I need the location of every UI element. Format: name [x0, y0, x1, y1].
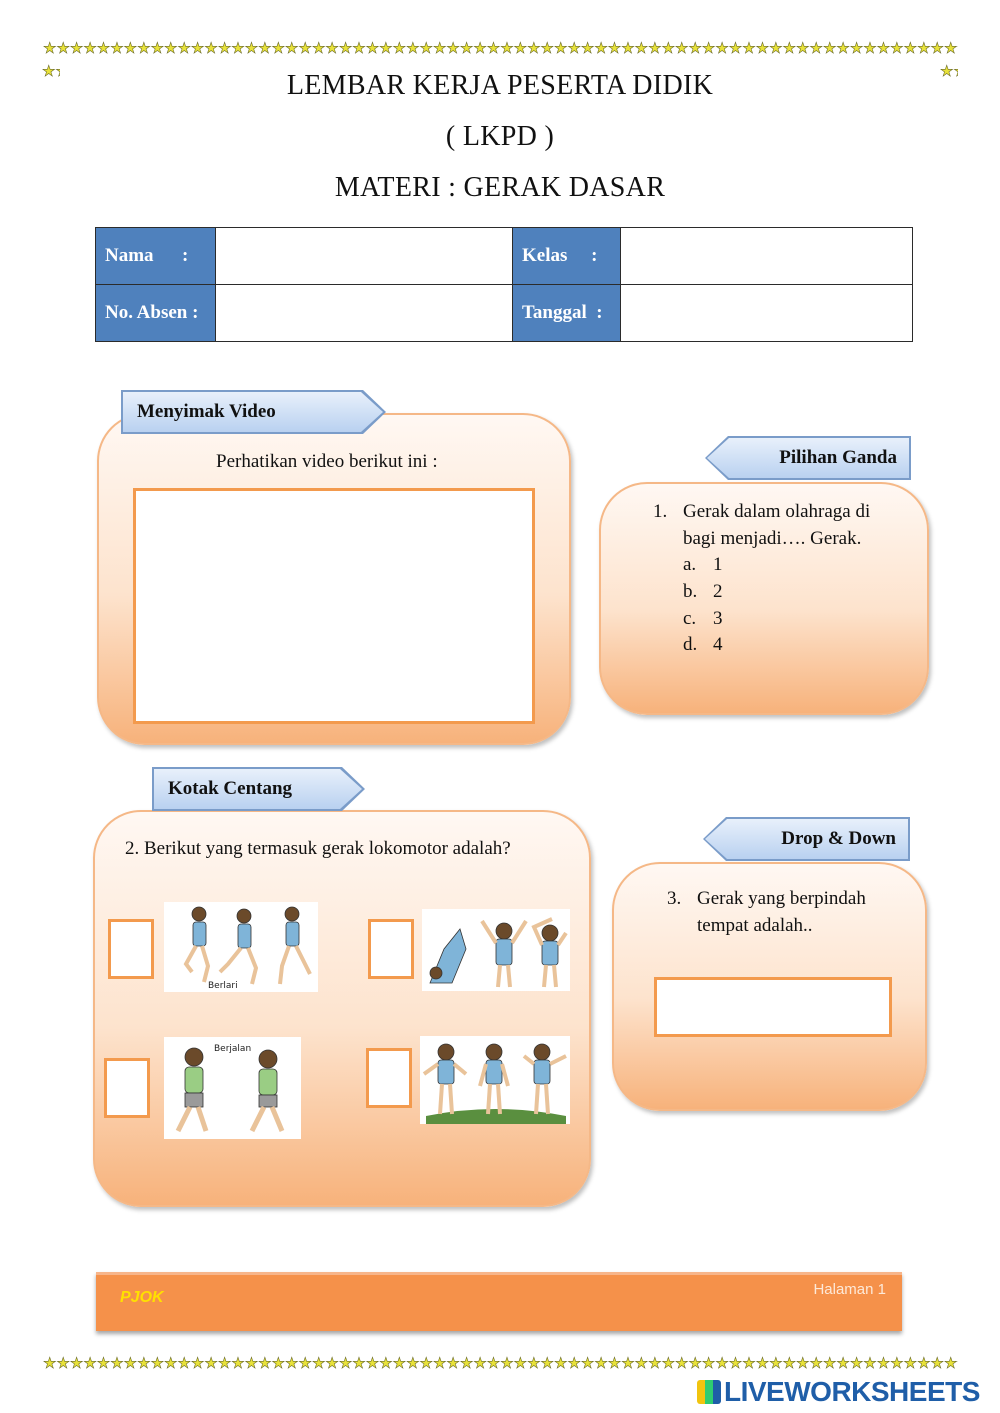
- video-tag: Menyimak Video: [123, 392, 383, 432]
- checkbox-running[interactable]: [108, 919, 154, 979]
- dropdown-tag: Drop & Down: [705, 819, 908, 859]
- mc-option-letter: b.: [683, 581, 698, 602]
- dropdown-answer-field[interactable]: [654, 977, 892, 1037]
- image-walking: Berjalan: [164, 1037, 301, 1139]
- liveworksheets-logo-text: LIVEWORKSHEETS: [724, 1376, 980, 1407]
- kelas-field[interactable]: [620, 227, 913, 285]
- worksheet-subtitle: ( LKPD ): [445, 121, 555, 152]
- image-running: Berlari: [164, 902, 318, 992]
- arm-swing-figures-icon: [422, 1043, 567, 1124]
- mc-option-text: 1: [713, 554, 723, 575]
- stretching-figures-icon: [429, 917, 568, 988]
- mc-question-line1: Gerak dalam olahraga di: [683, 501, 871, 522]
- mc-tag-label: Pilihan Ganda: [779, 447, 897, 468]
- footer-subject: PJOK: [120, 1289, 164, 1306]
- star-border-left: ★★★★★★★★★★★★★★★★★★★★★★★★★★★★★★★★★★★★★★★★…: [42, 64, 60, 81]
- dropdown-question-line2: tempat adalah..: [697, 915, 813, 936]
- running-caption: Berlari: [208, 981, 238, 991]
- video-player[interactable]: [133, 488, 535, 724]
- mc-tag: Pilihan Ganda: [707, 438, 909, 478]
- mc-option-text: 2: [713, 581, 723, 602]
- mc-option-letter: d.: [683, 634, 698, 655]
- star-border-bottom: ★★★★★★★★★★★★★★★★★★★★★★★★★★★★★★★★★★★★★★★★…: [43, 1356, 958, 1372]
- walking-caption: Berjalan: [214, 1044, 251, 1054]
- checkbox-panel: [93, 810, 591, 1207]
- dropdown-tag-label: Drop & Down: [781, 828, 896, 849]
- checkbox-tag-label: Kotak Centang: [168, 778, 293, 799]
- star-border-top: ★★★★★★★★★★★★★★★★★★★★★★★★★★★★★★★★★★★★★★★★…: [43, 41, 958, 57]
- multiple-choice-panel: [599, 482, 929, 715]
- video-instruction: Perhatikan video berikut ini :: [216, 451, 438, 472]
- mc-option-letter: c.: [683, 608, 697, 629]
- tanggal-label: Tanggal :: [512, 284, 621, 342]
- checkbox-stretching[interactable]: [368, 919, 414, 979]
- liveworksheets-logo: LIVEWORKSHEETS: [697, 1376, 980, 1410]
- mc-option-letter: a.: [683, 554, 697, 575]
- image-arm-swing: [420, 1036, 570, 1124]
- page-footer: PJOK Halaman 1: [96, 1272, 902, 1331]
- checkbox-arm-swing[interactable]: [366, 1048, 412, 1108]
- absen-label: No. Absen :: [95, 284, 216, 342]
- running-figures-icon: Berlari: [183, 906, 312, 991]
- kelas-label: Kelas :: [512, 227, 621, 285]
- star-border-right: ★★★★★★★★★★★★★★★★★★★★★★★★★★★★★★★★★★★★★★★★…: [940, 64, 958, 81]
- mc-option-text: 3: [713, 608, 723, 629]
- liveworksheets-logo-icon: [697, 1380, 721, 1404]
- video-tag-label: Menyimak Video: [137, 401, 276, 422]
- footer-page-number: Halaman 1: [813, 1281, 886, 1298]
- checkbox-walking[interactable]: [104, 1058, 150, 1118]
- absen-field[interactable]: [215, 284, 513, 342]
- nama-label: Nama :: [95, 227, 216, 285]
- checkbox-tag: Kotak Centang: [154, 769, 362, 809]
- nama-field[interactable]: [215, 227, 513, 285]
- walking-figures-icon: Berjalan: [175, 1044, 285, 1133]
- tanggal-field[interactable]: [620, 284, 913, 342]
- checkbox-question: 2. Berikut yang termasuk gerak lokomotor…: [125, 838, 511, 859]
- mc-option-text: 4: [713, 634, 723, 655]
- image-stretching: [422, 909, 570, 991]
- dropdown-number: 3.: [667, 888, 682, 909]
- dropdown-question-line1: Gerak yang berpindah: [697, 888, 866, 909]
- identity-table: Nama : Kelas : No. Absen : Tanggal :: [95, 227, 913, 342]
- mc-number: 1.: [653, 501, 668, 522]
- worksheet-title: LEMBAR KERJA PESERTA DIDIK: [286, 70, 714, 101]
- mc-question-line2: bagi menjadi…. Gerak.: [683, 528, 862, 549]
- worksheet-topic: MATERI : GERAK DASAR: [334, 172, 666, 203]
